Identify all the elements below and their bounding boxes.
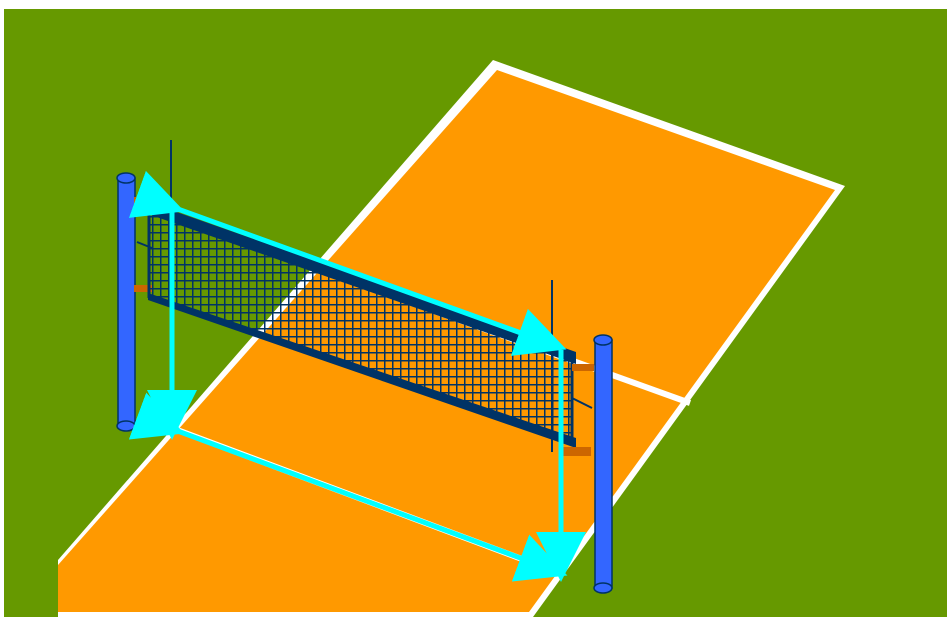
- right-post-top-bracket: [572, 364, 594, 371]
- right-post-bottom-bracket: [563, 447, 591, 456]
